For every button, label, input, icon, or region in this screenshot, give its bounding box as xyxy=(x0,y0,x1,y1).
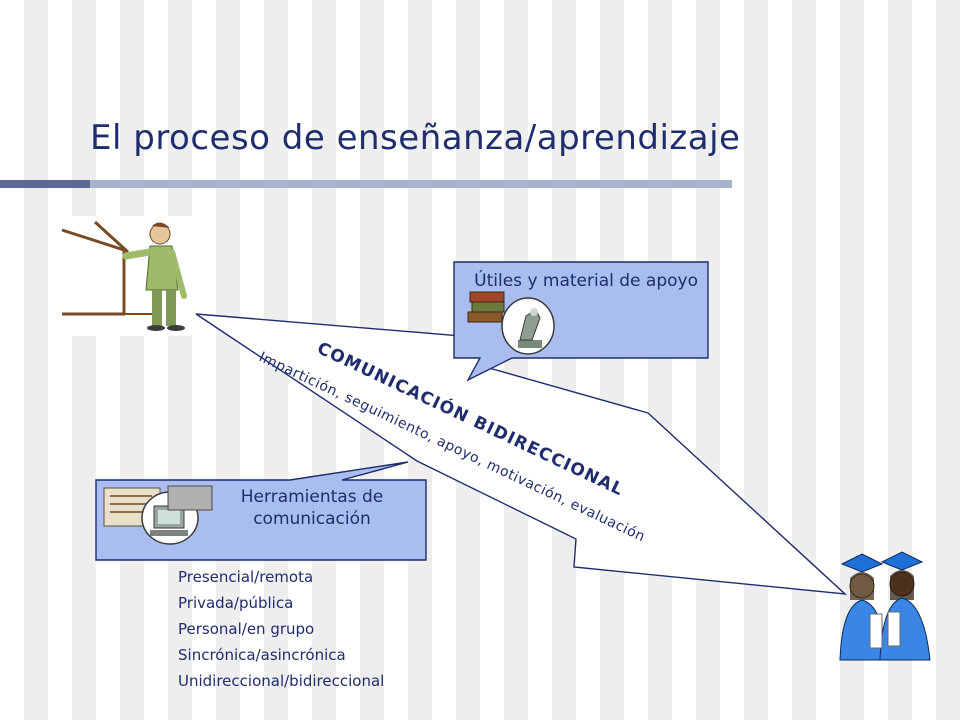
list-item: Unidireccional/bidireccional xyxy=(178,672,385,690)
list-item: Presencial/remota xyxy=(178,568,314,586)
computer-communication-icon xyxy=(103,485,213,545)
graduates-icon xyxy=(839,551,931,661)
title-underline-light xyxy=(90,180,732,188)
materials-callout-label: Útiles y material de apoyo xyxy=(474,271,698,291)
title-underline-dark xyxy=(0,180,90,188)
tools-callout-label: Herramientas de comunicación xyxy=(240,487,384,529)
slide-title: El proceso de enseñanza/aprendizaje xyxy=(90,118,741,158)
books-microscope-icon xyxy=(467,291,555,355)
list-item: Personal/en grupo xyxy=(178,620,315,638)
list-item: Sincrónica/asincrónica xyxy=(178,646,346,664)
communication-modes-list: Presencial/remota Privada/pública Person… xyxy=(178,566,384,696)
list-item: Privada/pública xyxy=(178,594,294,612)
teacher-pointing-icon xyxy=(60,216,194,336)
